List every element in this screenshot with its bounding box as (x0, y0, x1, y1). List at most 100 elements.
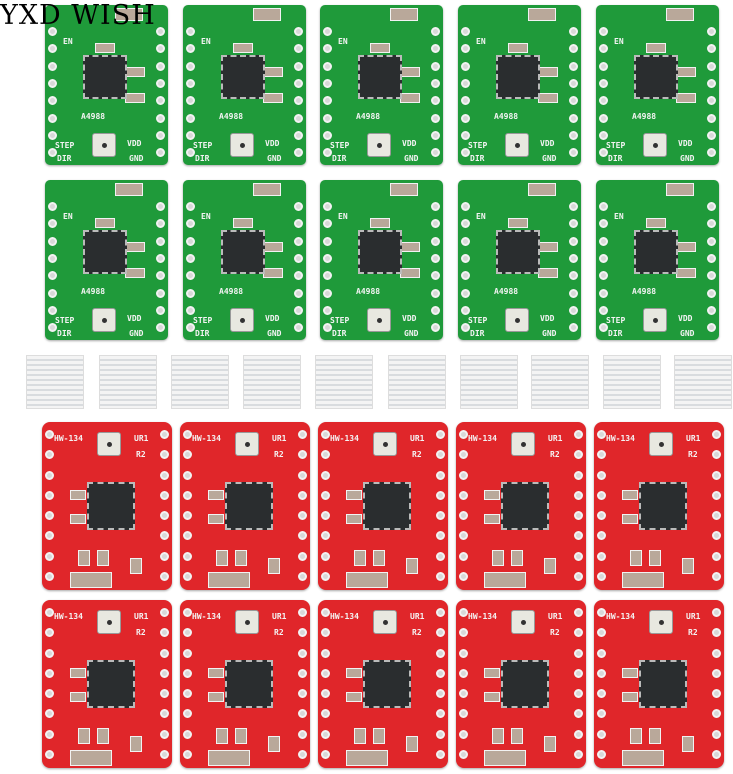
silkscreen-label: VDD (265, 314, 280, 323)
pin (712, 648, 721, 658)
silkscreen-label: GND (680, 154, 695, 163)
pin (459, 709, 468, 719)
pin (298, 729, 307, 739)
capacitor (682, 558, 694, 574)
pin (599, 306, 608, 315)
pin (574, 511, 583, 521)
resistor (208, 692, 224, 702)
pin (569, 61, 578, 71)
potentiometer (230, 308, 254, 332)
pin (461, 148, 470, 158)
silkscreen-label: VDD (402, 139, 417, 148)
pin (48, 288, 57, 298)
resistor (346, 668, 362, 678)
pin (323, 148, 332, 158)
silkscreen-label: UR1 (548, 612, 563, 621)
silkscreen-label: R2 (688, 450, 698, 459)
silkscreen-label: HW-134 (54, 434, 83, 443)
silkscreen-label: HW-134 (330, 612, 359, 621)
silkscreen-label: EN (338, 212, 348, 221)
pin (183, 689, 192, 699)
pin (183, 668, 192, 678)
pin (186, 323, 195, 333)
pin (156, 131, 165, 140)
capacitor (373, 728, 385, 744)
capacitor (130, 558, 142, 574)
driver-chip (639, 482, 687, 530)
pin (298, 608, 307, 617)
pin (321, 531, 330, 541)
pin (186, 96, 195, 106)
pin (48, 323, 57, 333)
silkscreen-label: EN (63, 37, 73, 46)
pin (599, 202, 608, 211)
pin (436, 749, 445, 759)
capacitor (484, 750, 526, 766)
pin (597, 628, 606, 638)
pin (160, 709, 169, 719)
silkscreen-label: VDD (540, 139, 555, 148)
silkscreen-label: HW-134 (54, 612, 83, 621)
pin (712, 749, 721, 759)
pin (183, 430, 192, 439)
potentiometer (373, 610, 397, 634)
capacitor (390, 8, 418, 21)
pin (298, 668, 307, 678)
silkscreen-label: EN (614, 37, 624, 46)
pin (569, 254, 578, 263)
pin (294, 131, 303, 140)
resistor (400, 93, 420, 103)
silkscreen-label: VDD (127, 314, 142, 323)
heatsink (531, 355, 589, 409)
pin (599, 271, 608, 281)
heatsink (460, 355, 518, 409)
pin (48, 254, 57, 263)
pin (707, 131, 716, 140)
pin (436, 608, 445, 617)
potentiometer (367, 133, 391, 157)
pin (712, 511, 721, 521)
capacitor (528, 8, 556, 21)
pin (461, 27, 470, 36)
pin (707, 96, 716, 106)
pin (574, 450, 583, 460)
pin (48, 27, 57, 36)
pin (186, 271, 195, 281)
pin (48, 96, 57, 106)
silkscreen-label: STEP (468, 316, 488, 325)
pin (294, 254, 303, 263)
resistor (346, 490, 362, 500)
pin (323, 27, 332, 36)
resistor (208, 668, 224, 678)
pin (156, 96, 165, 106)
pin (569, 236, 578, 246)
pin (431, 288, 440, 298)
resistor (400, 242, 420, 252)
pin (431, 61, 440, 71)
resistor (263, 268, 283, 278)
pin (45, 571, 54, 581)
pin (160, 490, 169, 500)
driver-chip (225, 482, 273, 530)
resistor (125, 93, 145, 103)
capacitor (253, 8, 281, 21)
pin (186, 148, 195, 158)
pin (461, 254, 470, 263)
pin (597, 511, 606, 521)
pin (323, 131, 332, 140)
pin (45, 628, 54, 638)
pin (431, 27, 440, 36)
pin (599, 27, 608, 36)
pin (186, 131, 195, 140)
silkscreen-label: R2 (550, 628, 560, 637)
silkscreen-label: R2 (136, 450, 146, 459)
pin (574, 709, 583, 719)
potentiometer (92, 133, 116, 157)
pin (323, 96, 332, 106)
pin (599, 288, 608, 298)
pin (461, 44, 470, 54)
pin (574, 490, 583, 500)
resistor (484, 668, 500, 678)
